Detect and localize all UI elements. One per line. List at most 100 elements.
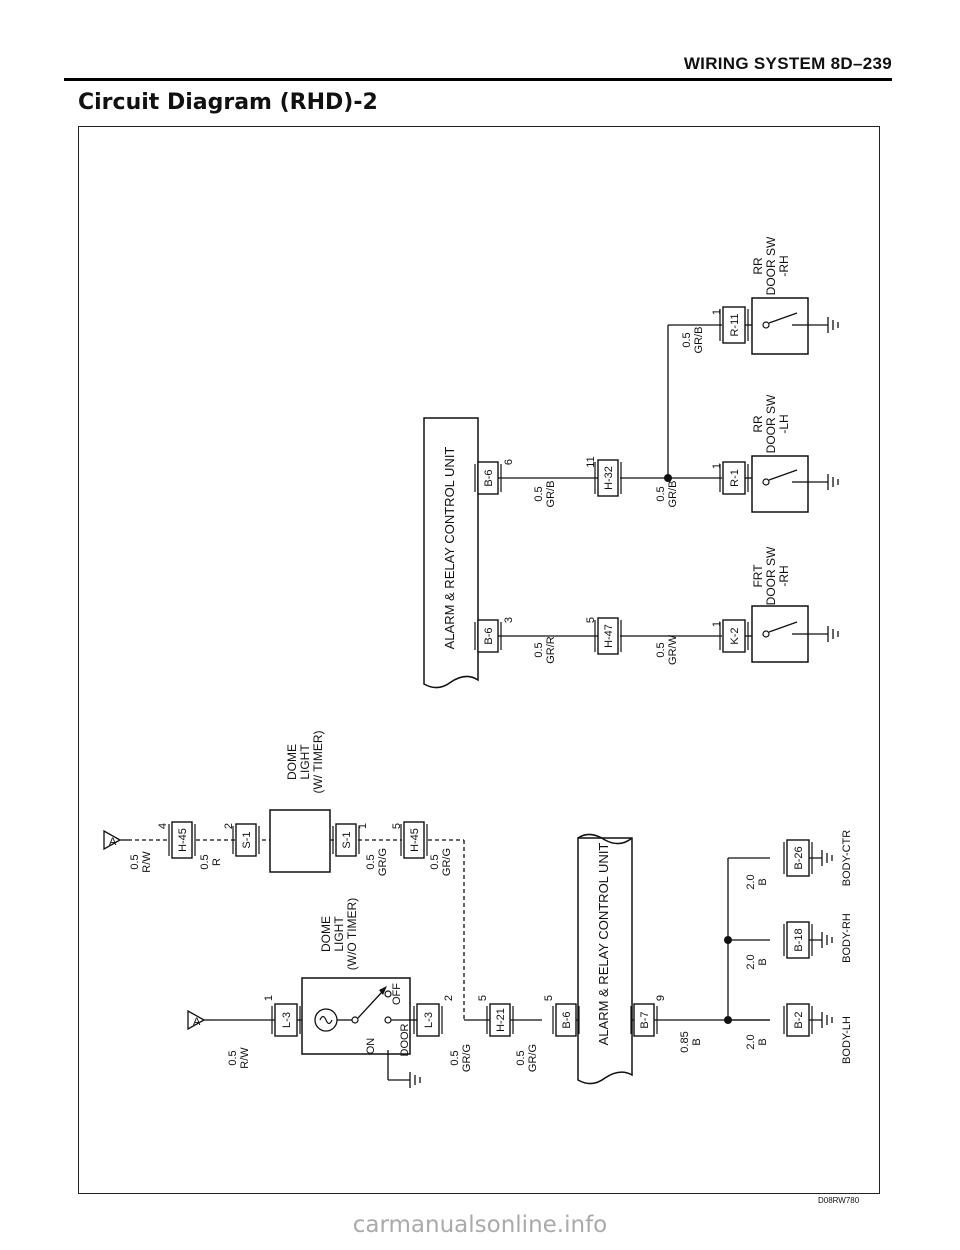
pin-s1b: 1 (357, 823, 369, 829)
connector-label-b2: B-2 (793, 1011, 805, 1028)
ground-body-ctr: BODY-CTR (841, 830, 853, 886)
connector-label-l3a: L-3 (281, 1012, 293, 1028)
rr-door-sw-rh-label: RRDOOR SW-RH (751, 236, 791, 295)
alarm-unit-right-shape (423, 417, 479, 689)
pin-r1: 1 (711, 463, 723, 469)
connector-label-r11: R-11 (729, 313, 741, 336)
ground-body-rh: BODY-RH (841, 913, 853, 963)
page-header: WIRING SYSTEM 8D–239 (64, 54, 892, 81)
connector-r11: R-11 (719, 306, 749, 344)
rr-door-sw-lh-label: RRDOOR SW-LH (751, 394, 791, 453)
frt-door-sw-rh-shape (744, 605, 839, 663)
pin-l3b: 2 (443, 995, 455, 1001)
connector-b26: B-26 (783, 839, 813, 877)
diagram-frame (78, 126, 880, 1194)
rr-door-sw-rh-shape (744, 297, 839, 355)
watermark: carmanualsonline.info (352, 1212, 608, 1238)
connector-b6b: B-6 (474, 619, 502, 653)
connector-b6c: B-6 (474, 461, 502, 495)
connector-b7: B-7 (630, 1003, 658, 1037)
pin-l3a: 1 (263, 995, 275, 1001)
pin-b6c: 6 (503, 459, 515, 465)
pin-h32: 11 (585, 456, 597, 467)
connector-h45b: H-45 (400, 821, 428, 859)
dome-light-w-timer-box (269, 809, 331, 873)
connector-label-h32: H-32 (603, 466, 615, 490)
connector-label-b7: B-7 (639, 1011, 651, 1028)
alarm-unit-left-shape (577, 837, 633, 1085)
dome-light-wo-timer-label: DOMELIGHT(W/O TIMER) (319, 898, 359, 970)
pin-h21: 5 (477, 995, 489, 1001)
pin-b6b: 3 (503, 617, 515, 623)
connector-s1b: S-1 (332, 823, 360, 857)
connector-s1a: S-1 (232, 823, 260, 857)
pin-h47: 5 (585, 617, 597, 623)
pin-s1a: 2 (223, 823, 235, 829)
ref-a-1: A (193, 1016, 201, 1028)
frt-door-sw-rh-label: FRTDOOR SW-RH (751, 546, 791, 605)
ref-a-2: A (109, 836, 117, 848)
connector-b2: B-2 (783, 1003, 813, 1037)
pin-b6a: 5 (543, 995, 555, 1001)
splice-left (724, 936, 732, 944)
pin-h45b: 5 (391, 823, 403, 829)
wire-label-gr-w: 0.5GR/W (655, 634, 679, 665)
wire-label-r-w-2: 0.5R/W (129, 851, 153, 873)
alarm-unit-label-2: ALARM & RELAY CONTROL UNIT (442, 447, 457, 650)
connector-label-h47: H-47 (603, 624, 615, 648)
figure-code: D08RW780 (818, 1196, 860, 1205)
connector-label-s1a: S-1 (241, 831, 253, 848)
connector-label-b6b: B-6 (483, 627, 495, 644)
connector-h32: H-32 (594, 459, 622, 497)
wire-label-r-w-1: 0.5R/W (227, 1047, 251, 1069)
rr-door-sw-lh-shape (744, 455, 839, 513)
ref-a-1-shape (187, 1009, 206, 1031)
page-title: Circuit Diagram (RHD)-2 (78, 90, 378, 115)
wire-label-r-1: 0.5R (199, 854, 223, 869)
connector-label-l3b: L-3 (423, 1012, 435, 1028)
connector-label-h21: H-21 (495, 1008, 507, 1032)
connector-label-k2: K-2 (729, 627, 741, 644)
pin-h45a: 4 (157, 823, 169, 829)
wire-label-b-085: 0.85B (679, 1031, 703, 1052)
connector-k2: K-2 (719, 619, 749, 653)
switch-door-label: DOOR (399, 1023, 411, 1056)
connector-l3a: L-3 (271, 1003, 301, 1037)
wire-label-gr-r: 0.5GR/R (533, 636, 557, 664)
connector-h45a: H-45 (168, 821, 196, 859)
wire-label-gr-g-1: 0.5GR/G (449, 1044, 473, 1072)
ground-body-lh: BODY-LH (841, 1016, 853, 1064)
switch-off-label: OFF (391, 983, 403, 1005)
alarm-unit-label-1: ALARM & RELAY CONTROL UNIT (596, 843, 611, 1046)
pin-k2: 1 (711, 621, 723, 627)
ref-a-2-shape (103, 829, 122, 851)
wire-label-b-2-2: 2.0B (745, 954, 769, 969)
header-text: WIRING SYSTEM 8D–239 (683, 54, 892, 73)
dome-light-w-timer-label: DOMELIGHT(W/ TIMER) (285, 730, 325, 793)
switch-on-label: ON (365, 1038, 377, 1055)
wire-label-b-2-1: 2.0B (745, 1034, 769, 1049)
connector-b18: B-18 (783, 921, 813, 959)
connector-l3b: L-3 (413, 1003, 443, 1037)
wire-label-gr-g-3: 0.5GR/G (365, 848, 389, 876)
connector-label-h45a: H-45 (177, 828, 189, 852)
connector-label-b6a: B-6 (561, 1011, 573, 1028)
wire-label-gr-g-2: 0.5GR/G (515, 1044, 539, 1072)
connector-b6a: B-6 (552, 1003, 580, 1037)
connector-label-h45b: H-45 (409, 828, 421, 852)
connector-label-r1: R-1 (729, 469, 741, 487)
dome-light-wo-timer-box (301, 977, 411, 1055)
connector-h47: H-47 (594, 617, 622, 655)
pin-r11: 1 (711, 309, 723, 315)
connector-label-b26: B-26 (793, 846, 805, 869)
connector-label-s1b: S-1 (341, 831, 353, 848)
connector-h21: H-21 (486, 1003, 514, 1037)
wire-label-gr-b-2: 0.5GR/B (655, 481, 679, 508)
connector-r1: R-1 (719, 461, 749, 495)
connector-label-b18: B-18 (793, 928, 805, 951)
wire-label-gr-b-1: 0.5GR/B (533, 481, 557, 508)
wire-label-gr-b-3: 0.5GR/B (681, 327, 705, 354)
connector-label-b6c: B-6 (483, 469, 495, 486)
pin-b7: 9 (655, 995, 667, 1001)
